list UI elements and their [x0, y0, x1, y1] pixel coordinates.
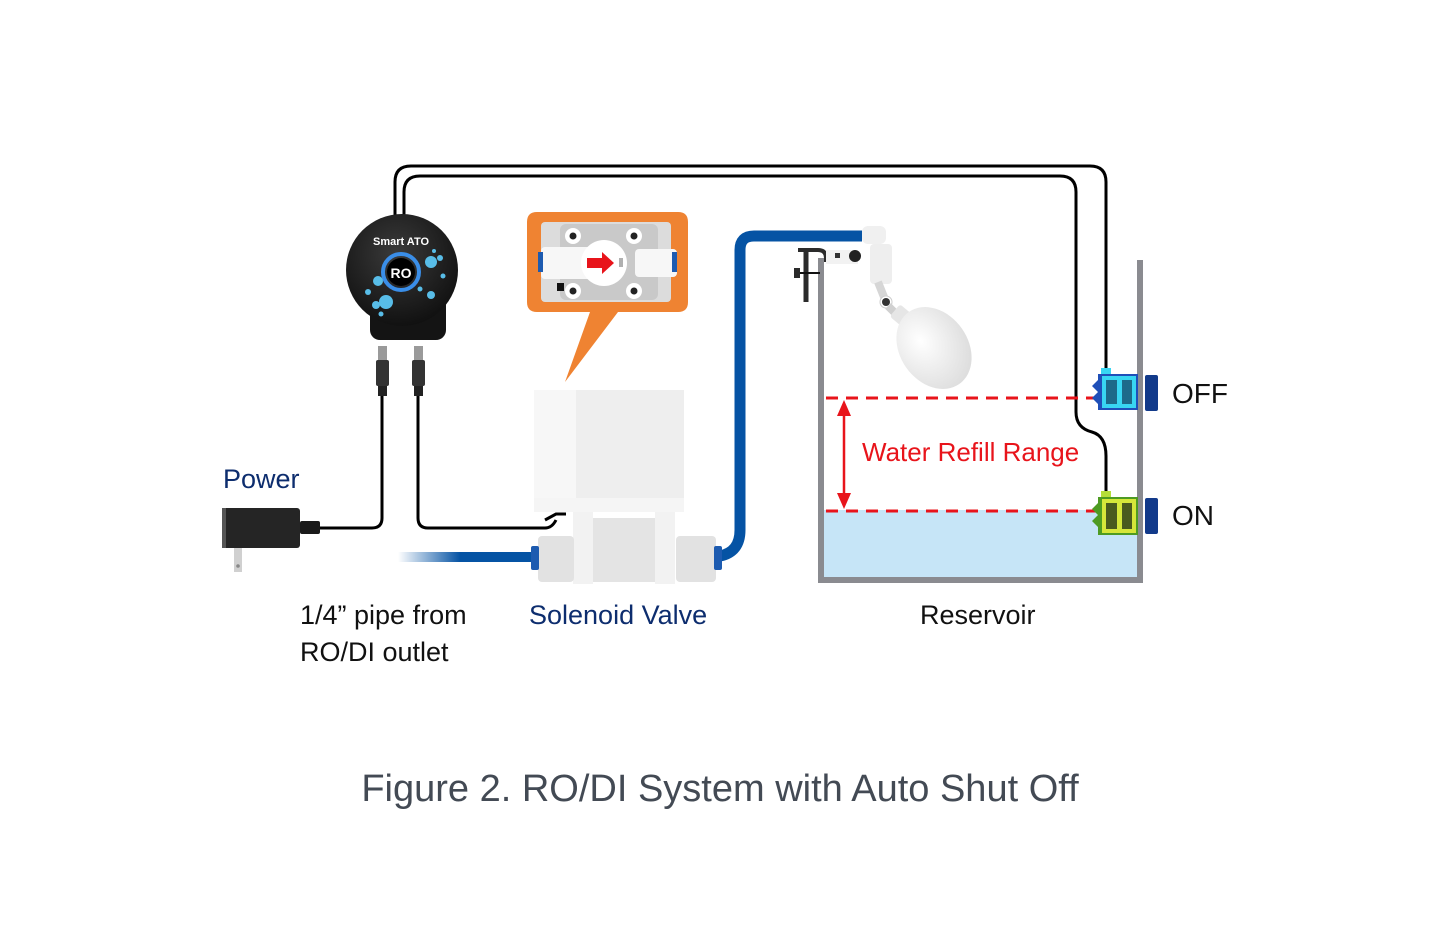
figure-caption: Figure 2. RO/DI System with Auto Shut Of…	[361, 768, 1079, 810]
float-ball	[896, 307, 972, 389]
water-fill	[823, 510, 1139, 578]
cable-to-off-sensor	[402, 174, 1108, 496]
power-adapter-icon	[222, 508, 320, 572]
bubble-decor-icon	[365, 249, 446, 317]
pipe-label-line1: 1/4” pipe from	[300, 600, 467, 630]
cable-to-on-sensor	[393, 164, 1108, 380]
float-valve	[794, 226, 972, 389]
valve-cable	[416, 396, 558, 530]
sensor-cables	[393, 164, 1108, 496]
off-sensor	[1092, 368, 1158, 411]
smart-ato-controller: Smart ATO RO	[346, 214, 458, 396]
range-arrow-up-icon	[837, 400, 851, 416]
on-sensor-label: ON	[1172, 500, 1214, 531]
solenoid-valve	[531, 390, 722, 584]
on-sensor-mount	[1145, 498, 1158, 534]
power-label: Power	[223, 464, 300, 494]
reservoir-label: Reservoir	[920, 600, 1036, 630]
power-cable	[320, 396, 384, 530]
dc-plug-left	[376, 346, 389, 396]
range-arrow-down-icon	[837, 493, 851, 509]
pipe-label-line2: RO/DI outlet	[300, 637, 449, 667]
dc-plug-right	[412, 346, 425, 396]
inlet-pipe	[398, 552, 536, 562]
ro-badge-text: RO	[391, 265, 412, 281]
valve-top-view-callout	[527, 212, 688, 382]
refill-range-markers	[826, 396, 1098, 513]
solenoid-valve-label: Solenoid Valve	[529, 600, 708, 630]
water-refill-range-label: Water Refill Range	[862, 437, 1080, 467]
flow-direction-arrow-icon	[587, 252, 614, 274]
controller-brand-text: Smart ATO	[373, 236, 429, 248]
outlet-pipe	[718, 230, 862, 562]
ro-badge-ring	[381, 252, 421, 292]
off-sensor-mount	[1145, 375, 1158, 411]
power-cables	[320, 396, 558, 530]
reservoir-tank	[818, 258, 1143, 583]
on-sensor	[1092, 491, 1158, 535]
off-sensor-label: OFF	[1172, 378, 1228, 409]
